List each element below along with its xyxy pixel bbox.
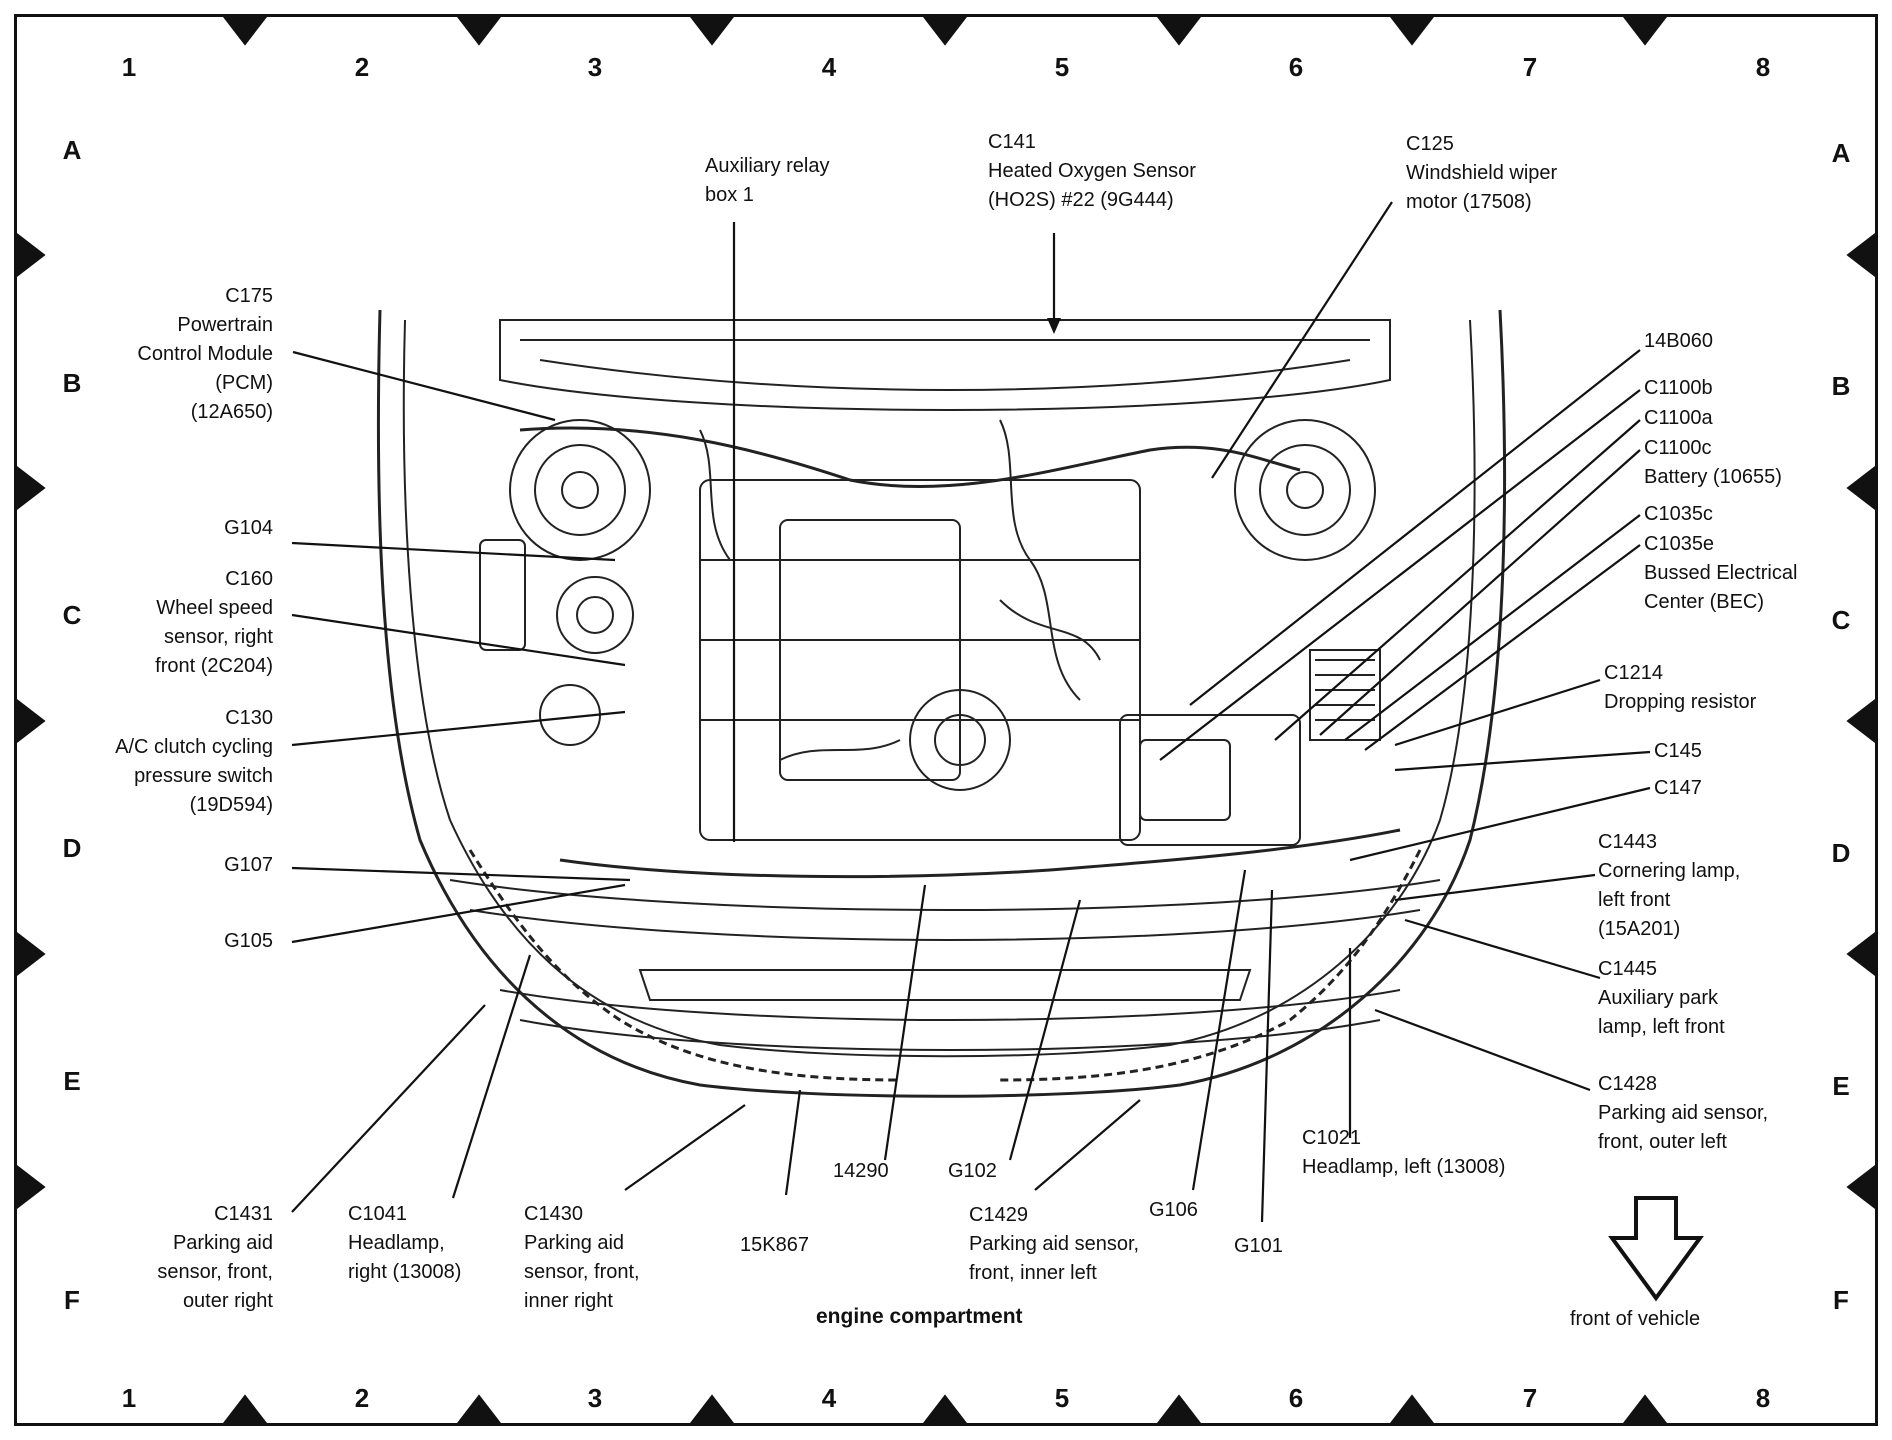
label-c1430: C1430 Parking aid sensor, front, inner r…	[524, 1203, 640, 1312]
grid-col-7: 7	[1522, 52, 1538, 82]
marker-right-3	[1846, 699, 1875, 743]
grid-row-b: B	[62, 368, 82, 398]
label-g102: G102	[948, 1160, 997, 1182]
label-c141: C141 Heated Oxygen Sensor (HO2S) #22 (9G…	[988, 131, 1196, 211]
marker-top-7	[1623, 17, 1667, 46]
marker-bottom-2	[457, 1394, 501, 1423]
leader-arrowheads	[1047, 318, 1061, 334]
label-c1428: C1428 Parking aid sensor, front, outer l…	[1598, 1073, 1769, 1153]
front-arrow-icon	[1608, 1196, 1704, 1302]
label-14b060: 14B060	[1644, 330, 1713, 352]
marker-right-4	[1846, 932, 1875, 976]
grid-col-7-bottom: 7	[1522, 1383, 1538, 1413]
marker-top-1	[223, 17, 267, 46]
grid-col-3-bottom: 3	[587, 1383, 603, 1413]
marker-top-2	[457, 17, 501, 46]
grid-col-4-bottom: 4	[821, 1383, 837, 1413]
grid-col-4: 4	[821, 52, 837, 82]
marker-right-1	[1846, 233, 1875, 277]
label-c1431: C1431 Parking aid sensor, front, outer r…	[157, 1203, 273, 1312]
label-c1429: C1429 Parking aid sensor, front, inner l…	[969, 1204, 1140, 1284]
marker-bottom-1	[223, 1394, 267, 1423]
label-c1041: C1041 Headlamp, right (13008)	[348, 1203, 462, 1283]
leader-lines	[291, 201, 1651, 1223]
grid-row-e: E	[63, 1066, 81, 1096]
grid-col-1: 1	[121, 52, 137, 82]
marker-right-2	[1846, 466, 1875, 510]
label-g107: G107	[224, 854, 273, 876]
marker-bottom-5	[1157, 1394, 1201, 1423]
grid-row-a-right: A	[1831, 138, 1851, 168]
diagram-frame	[14, 14, 1878, 1426]
marker-left-5	[17, 1165, 46, 1209]
label-c1443: C1443 Cornering lamp, left front (15A201…	[1598, 831, 1741, 940]
label-c175: C175 Powertrain Control Module (PCM) (12…	[137, 285, 273, 423]
label-g106: G106	[1149, 1199, 1198, 1221]
marker-right-5	[1846, 1165, 1875, 1209]
marker-top-6	[1390, 17, 1434, 46]
marker-left-2	[17, 466, 46, 510]
grid-col-8-bottom: 8	[1755, 1383, 1771, 1413]
marker-top-4	[923, 17, 967, 46]
grid-row-f-right: F	[1833, 1285, 1849, 1315]
marker-bottom-6	[1390, 1394, 1434, 1423]
label-c1035e: C1035e Bussed Electrical Center (BEC)	[1644, 533, 1798, 613]
label-15k867: 15K867	[740, 1234, 809, 1256]
grid-col-5: 5	[1054, 52, 1070, 82]
label-c160: C160 Wheel speed sensor, right front (2C…	[155, 568, 273, 677]
label-c147: C147	[1654, 777, 1702, 799]
grid-row-c-right: C	[1831, 605, 1851, 635]
grid-row-f: F	[64, 1285, 80, 1315]
grid-col-6-bottom: 6	[1288, 1383, 1304, 1413]
marker-bottom-3	[690, 1394, 734, 1423]
grid-row-d-right: D	[1831, 838, 1851, 868]
label-g101: G101	[1234, 1235, 1283, 1257]
marker-bottom-7	[1623, 1394, 1667, 1423]
label-c145: C145	[1654, 740, 1702, 762]
grid-row-e-right: E	[1832, 1071, 1850, 1101]
marker-top-3	[690, 17, 734, 46]
grid-row-b-right: B	[1831, 371, 1851, 401]
grid-col-8: 8	[1755, 52, 1771, 82]
label-g104: G104	[224, 517, 273, 539]
marker-left-1	[17, 233, 46, 277]
grid-col-2-bottom: 2	[354, 1383, 370, 1413]
front-of-vehicle-label: front of vehicle	[1570, 1308, 1701, 1330]
label-c1100a: C1100a	[1644, 407, 1713, 429]
label-c1100b: C1100b	[1644, 377, 1713, 399]
label-c1035c: C1035c	[1644, 503, 1713, 525]
label-c130: C130 A/C clutch cycling pressure switch …	[115, 707, 273, 816]
grid-row-c: C	[62, 600, 82, 630]
marker-left-4	[17, 932, 46, 976]
label-14290: 14290	[833, 1160, 889, 1182]
vehicle-illustration	[376, 309, 1507, 1098]
label-c1100c: C1100c Battery (10655)	[1644, 437, 1782, 488]
label-c125: C125 Windshield wiper motor (17508)	[1406, 133, 1558, 213]
grid-row-d: D	[62, 833, 82, 863]
label-c1445: C1445 Auxiliary park lamp, left front	[1598, 958, 1725, 1038]
grid-col-2: 2	[354, 52, 370, 82]
grid-markers	[17, 17, 1875, 1423]
grid-col-3: 3	[587, 52, 603, 82]
marker-bottom-4	[923, 1394, 967, 1423]
label-c1021: C1021 Headlamp, left (13008)	[1302, 1127, 1506, 1178]
marker-left-3	[17, 699, 46, 743]
diagram-caption: engine compartment	[816, 1305, 1023, 1328]
marker-top-5	[1157, 17, 1201, 46]
grid-row-a: A	[62, 135, 82, 165]
grid-col-5-bottom: 5	[1054, 1383, 1070, 1413]
label-c1214: C1214 Dropping resistor	[1604, 662, 1757, 713]
grid-col-6: 6	[1288, 52, 1304, 82]
label-g105: G105	[224, 930, 273, 952]
label-auxiliary-relay-box: Auxiliary relay box 1	[705, 155, 830, 206]
grid-col-1-bottom: 1	[121, 1383, 137, 1413]
